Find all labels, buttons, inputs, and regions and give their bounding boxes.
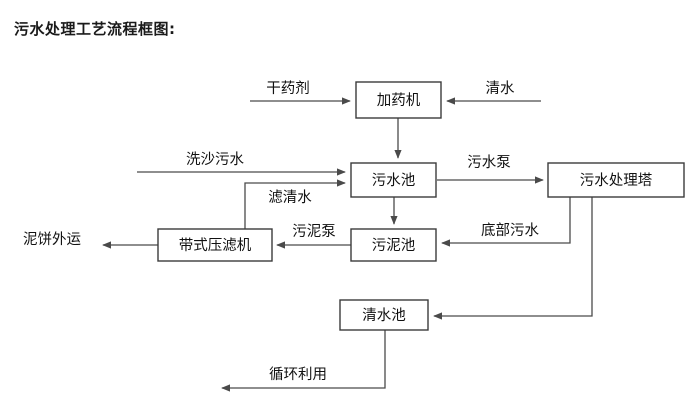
edge-filtrate-line bbox=[244, 179, 346, 229]
node-label-sludge-pool: 污泥池 bbox=[372, 237, 416, 254]
edge-label-sewage-pump: 污水泵 bbox=[467, 154, 511, 171]
edge-recycle-line bbox=[221, 330, 386, 392]
node-label-clear-water-pool: 清水池 bbox=[362, 307, 406, 324]
node-label-dosing-machine: 加药机 bbox=[377, 92, 421, 109]
edge-label-sludge-pump: 污泥泵 bbox=[292, 223, 336, 240]
node-label-treatment-tower: 污水处理塔 bbox=[580, 172, 653, 189]
node-dosing-machine[interactable]: 加药机 bbox=[355, 81, 442, 119]
edge-label-bottom-sewage: 底部污水 bbox=[481, 222, 539, 239]
page-title: 污水处理工艺流程框图: bbox=[14, 20, 176, 38]
edge-label-clean-water: 清水 bbox=[486, 80, 515, 97]
node-belt-filter-press[interactable]: 带式压滤机 bbox=[157, 228, 273, 262]
node-label-sewage-pool: 污水池 bbox=[372, 172, 416, 189]
edge-label-recycle-use: 循环利用 bbox=[269, 366, 327, 383]
edge-label-filtrate: 滤清水 bbox=[268, 189, 312, 206]
edge-label-dry-agent: 干药剂 bbox=[266, 80, 310, 97]
edge-label-wash-sand-sewage: 洗沙污水 bbox=[186, 151, 244, 168]
node-clear-water-pool[interactable]: 清水池 bbox=[339, 299, 429, 331]
node-sludge-pool[interactable]: 污泥池 bbox=[350, 228, 437, 262]
node-label-belt-filter-press: 带式压滤机 bbox=[179, 237, 252, 254]
edge-bottom-sewage-line bbox=[441, 197, 571, 247]
node-treatment-tower[interactable]: 污水处理塔 bbox=[547, 162, 685, 198]
node-sewage-pool[interactable]: 污水池 bbox=[350, 162, 437, 198]
edge-tower-to-clearwater bbox=[433, 197, 593, 320]
edge-label-mud-cake-out: 泥饼外运 bbox=[23, 231, 81, 248]
